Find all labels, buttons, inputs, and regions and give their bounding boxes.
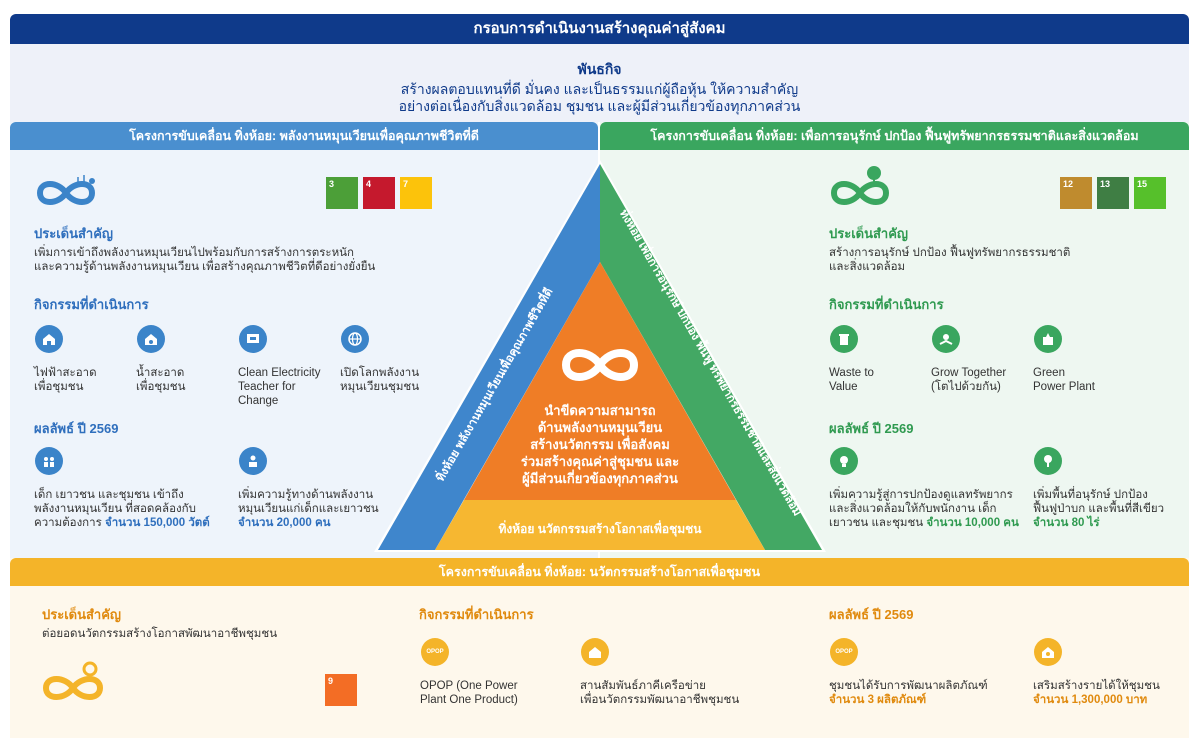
infinity-gear-logo-icon — [42, 661, 104, 700]
knowledge-people-icon — [239, 447, 267, 475]
left-activities-title: กิจกรรมที่ดำเนินการ — [34, 297, 149, 312]
bottom-key-title: ประเด็นสำคัญ — [42, 607, 121, 622]
mission-section: พันธกิจ สร้างผลตอบแทนที่ดี มั่นคง และเป็… — [10, 44, 1189, 122]
community-people-icon — [35, 447, 63, 475]
sdg-15-icon: 15 — [1134, 177, 1166, 209]
water-house-icon — [137, 325, 165, 353]
bottom-activities-title: กิจกรรมที่ดำเนินการ — [419, 607, 534, 622]
left-result-1-highlight: จำนวน 150,000 วัตต์ — [104, 517, 210, 529]
grow-hands-icon — [932, 325, 960, 353]
bottom-panel-title: โครงการขับเคลื่อน ทิ่งห้อย: นวัตกรรมสร้า… — [10, 558, 1189, 586]
triangle-center — [464, 262, 736, 500]
network-house-icon — [581, 638, 609, 666]
left-activity-4: เปิดโลกพลังงาน หมุนเวียนชุมชน — [340, 367, 420, 393]
idea-bulb-icon — [830, 447, 858, 475]
forest-area-icon — [1034, 447, 1062, 475]
right-activity-2: Grow Together (โตไปด้วยกัน) — [931, 367, 1007, 393]
left-panel-title: โครงการขับเคลื่อน ทิ่งห้อย: พลังงานหมุนเ… — [10, 122, 598, 150]
infinity-tree-logo-icon — [830, 166, 890, 205]
solar-house-icon — [35, 325, 63, 353]
center-infinity-icon — [561, 349, 639, 381]
bottom-activity-1: OPOP (One Power Plant One Product) — [420, 680, 518, 706]
left-results-title: ผลลัพธ์ ปี 2569 — [34, 421, 119, 436]
right-result-1-highlight: จำนวน 10,000 คน — [926, 517, 1019, 529]
triangle-left-side — [378, 164, 600, 550]
bottom-result-2-highlight: จำนวน 1,300,000 บาท — [1033, 694, 1148, 706]
bottom-result-1: ชุมชนได้รับการพัฒนาผลิตภัณฑ์ จำนวน 3 ผลิ… — [829, 679, 1009, 707]
right-result-1: เพิ่มความรู้สู่การปกป้องดูแลทรัพยากร และ… — [829, 489, 1019, 529]
sdg-7-icon: 7 — [400, 177, 432, 209]
mission-line-2: อย่างต่อเนื่องกับสิ่งแวดล้อม ชุมชน และผู… — [398, 98, 801, 114]
globe-energy-icon — [341, 325, 369, 353]
bottom-results-title: ผลลัพธ์ ปี 2569 — [829, 607, 914, 622]
triangle-base-label: ทิ่งห้อย นวัตกรรมสร้างโอกาสเพื่อชุมชน — [498, 522, 702, 536]
bottom-key-text: ต่อยอดนวัตกรรมสร้างโอกาสพัฒนาอาชีพชุมชน — [42, 628, 278, 640]
sdg-9-icon: 9 — [325, 674, 357, 706]
product-box-icon: OPOP — [830, 638, 858, 666]
bottom-result-2: เสริมสร้างรายได้ให้ชุมชน จำนวน 1,300,000… — [1033, 679, 1183, 707]
sdg-13-icon: 13 — [1097, 177, 1129, 209]
left-activity-1: ไฟฟ้าสะอาด เพื่อชุมชน — [34, 367, 97, 393]
left-key-text: เพิ่มการเข้าถึงพลังงานหมุนเวียนไปพร้อมกั… — [34, 247, 376, 273]
mission-line-1: สร้างผลตอบแทนที่ดี มั่นคง และเป็นธรรมแก่… — [400, 81, 799, 97]
left-result-2: เพิ่มความรู้ทางด้านพลังงาน หมุนเวียนแก่เ… — [238, 489, 379, 529]
bottom-result-1-highlight: จำนวน 3 ผลิตภัณฑ์ — [829, 694, 927, 706]
right-activity-3: Green Power Plant — [1033, 367, 1096, 393]
sdg-3-icon: 3 — [326, 177, 358, 209]
right-key-text: สร้างการอนุรักษ์ ปกป้อง ฟื้นฟูทรัพยากรธร… — [829, 247, 1071, 273]
mission-title: พันธกิจ — [577, 61, 622, 77]
right-key-title: ประเด็นสำคัญ — [829, 226, 908, 241]
triangle-right-side — [600, 164, 822, 550]
right-panel-title: โครงการขับเคลื่อน ทิ่งห้อย: เพื่อการอนุร… — [600, 122, 1189, 150]
right-result-2: เพิ่มพื้นที่อนุรักษ์ ปกป้อง ฟื้นฟูป่าบก … — [1033, 489, 1165, 529]
green-plant-icon — [1034, 325, 1062, 353]
left-result-2-highlight: จำนวน 20,000 คน — [238, 517, 331, 529]
sdg-12-icon: 12 — [1060, 177, 1092, 209]
left-key-title: ประเด็นสำคัญ — [34, 226, 113, 241]
page-title: กรอบการดำเนินงานสร้างคุณค่าสู่สังคม — [10, 14, 1189, 44]
left-result-1: เด็ก เยาวชน และชุมชน เข้าถึง พลังงานหมุน… — [34, 489, 210, 529]
left-activity-2: น้ำสะอาด เพื่อชุมชน — [136, 367, 186, 393]
triangle-base — [435, 500, 765, 550]
framework-triangle — [374, 160, 826, 552]
right-result-2-highlight: จำนวน 80 ไร่ — [1033, 517, 1100, 529]
right-activity-1: Waste to Value — [829, 367, 874, 393]
infinity-wind-logo-icon — [36, 175, 96, 205]
opop-product-icon: OPOP — [421, 638, 449, 666]
triangle-center-text: นำขีดความสามารถ ด้านพลังงานหมุนเวียน สร้… — [520, 403, 680, 486]
left-sdg-list: 3 4 7 — [326, 177, 432, 209]
teacher-board-icon — [239, 325, 267, 353]
income-house-icon — [1034, 638, 1062, 666]
left-activity-3: Clean Electricity Teacher for Change — [238, 367, 321, 407]
sdg-4-icon: 4 — [363, 177, 395, 209]
right-activities-title: กิจกรรมที่ดำเนินการ — [829, 297, 944, 312]
recycle-bin-icon — [830, 325, 858, 353]
bottom-activity-2: สานสัมพันธ์ภาคีเครือข่าย เพื่อนวัตกรรมพั… — [580, 680, 740, 706]
right-sdg-list: 12 13 15 — [1060, 177, 1166, 209]
right-results-title: ผลลัพธ์ ปี 2569 — [829, 421, 914, 436]
